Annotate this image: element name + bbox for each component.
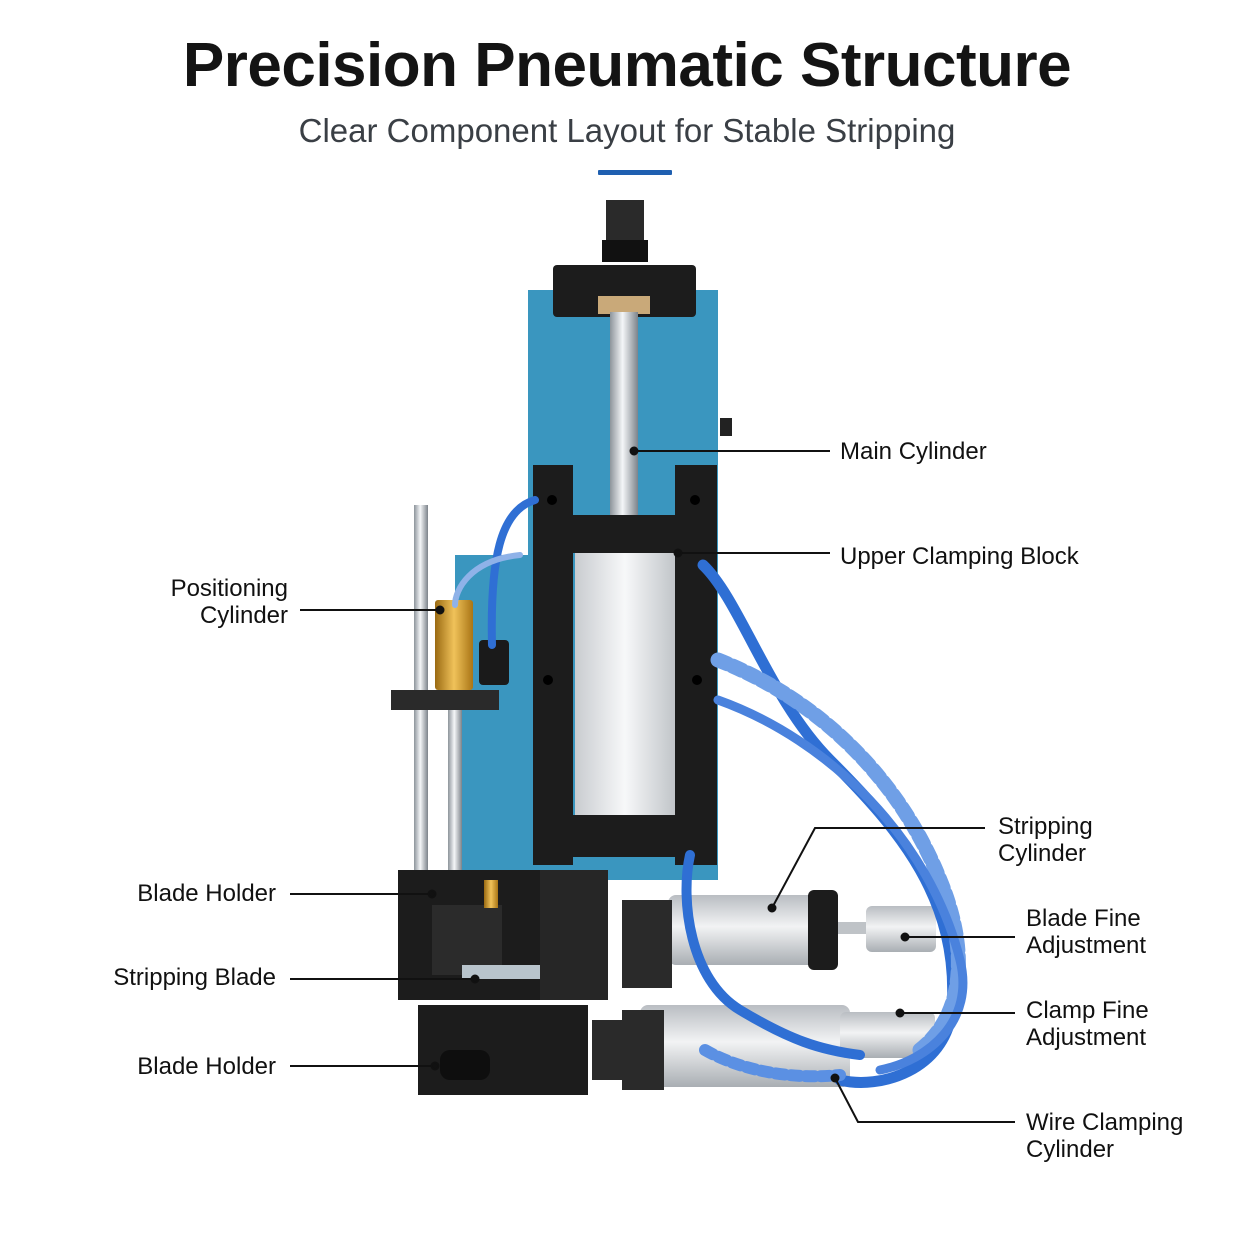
bottom-clamp <box>418 1005 588 1095</box>
stripping-cylinder-body <box>668 895 833 965</box>
accent-divider <box>598 170 672 175</box>
leader-stripping-cylinder <box>771 827 985 909</box>
label-upper-clamping-block: Upper Clamping Block <box>840 543 1079 570</box>
upper-clamp-block-shape <box>562 515 687 553</box>
blade-fine-adjust-knob <box>866 906 936 952</box>
leader-wire-clamping <box>834 1077 1015 1123</box>
label-blade-holder-upper: Blade Holder <box>137 880 276 907</box>
brass-fitting <box>435 600 473 690</box>
label-clamp-fine-adjustment: Clamp Fine Adjustment <box>1026 997 1149 1051</box>
label-stripping-blade: Stripping Blade <box>113 964 276 991</box>
label-blade-fine-adjustment: Blade Fine Adjustment <box>1026 905 1147 959</box>
label-positioning-cylinder: Positioning Cylinder <box>170 575 288 629</box>
page-title: Precision Pneumatic Structure <box>182 31 1072 100</box>
piston-rod <box>610 312 638 522</box>
label-wire-clamping-cylinder: Wire Clamping Cylinder <box>1026 1109 1184 1163</box>
page-subtitle: Clear Component Layout for Stable Stripp… <box>298 112 956 149</box>
label-blade-holder-lower: Blade Holder <box>137 1053 276 1080</box>
top-plate <box>553 265 696 317</box>
label-main-cylinder: Main Cylinder <box>840 438 987 465</box>
positioning-bracket <box>391 690 499 710</box>
main-cylinder-body <box>575 553 675 815</box>
wire-clamping-cylinder-body <box>640 1005 850 1087</box>
label-stripping-cylinder: Stripping Cylinder <box>998 813 1093 867</box>
